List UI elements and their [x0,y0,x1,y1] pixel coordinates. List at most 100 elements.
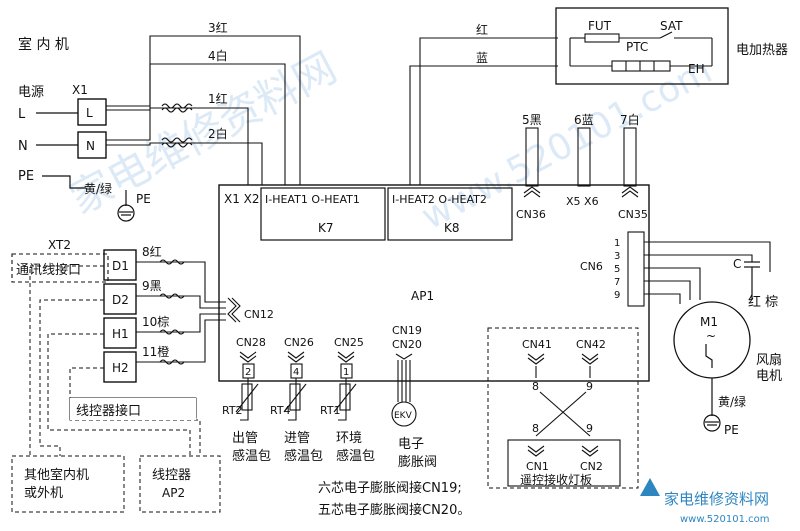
cn35-label: CN35 [618,208,648,221]
controller-interface-bg [70,398,196,420]
eev-name-2: 膨胀阀 [398,455,437,470]
controller-id: AP2 [162,486,185,500]
main-board-ap1 [218,184,650,382]
receiver-pin-9-bottom: 9 [586,422,593,435]
motor-id-label: M1 [700,315,718,329]
logo-domain: www.520101.com [680,514,770,525]
sensor-rt4-name-1: 进管 [284,431,310,446]
motor-name-1: 风扇 [756,352,782,368]
power-lines [36,112,86,189]
cn6-connector [627,231,645,307]
wire-6-label: 6蓝 [574,113,594,127]
line-n-label: N [18,139,28,154]
wire-4-label: 4白 [208,48,228,63]
comm-interface-label: 通讯线接口 [16,262,81,278]
receiver-wires [507,353,621,487]
ground-wire-label: 黄/绿 [84,181,112,196]
board-label: AP1 [411,289,434,303]
cn19-label: CN19 [392,324,422,337]
terminal-d1: D1 [112,259,129,273]
motor-name-2: 电机 [756,369,782,384]
relay-k7-pins: I-HEAT1 O-HEAT1 [265,193,360,206]
controller-label: 线控器 [152,468,191,483]
relay-k8-box [387,187,513,241]
heater-internals [569,31,713,72]
capacitor-symbol [744,261,760,300]
sensor-rt2-name-1: 出管 [232,431,258,446]
fuse-label: FUT [588,19,612,33]
eev-wires [391,353,417,427]
site-logo: 家电维修资料网 www.520101.com [640,478,770,525]
wire-1-label: 1红 [208,91,228,106]
terminal-l-text: L [86,106,93,120]
terminal-x1-label: X1 [72,83,88,97]
cn12-label: CN12 [244,308,274,321]
wire-7-label: 7白 [620,112,640,127]
watermark-url: www.520101.com [415,50,719,237]
sensor-rt1-id: RT1 [320,404,341,417]
eh-label: EH [688,62,705,76]
logo-icon [640,478,660,496]
motor-pe-label: PE [724,423,739,437]
wire-11-label: 11橙 [142,344,169,359]
cn6-pin-1: 1 [614,238,620,249]
sensor-rt4-name-2: 感温包 [284,448,323,464]
heater-feed-wires [409,37,558,185]
cn28-label: CN28 [236,336,266,349]
relay-k7-label: K7 [318,221,334,235]
wire-2-label: 2白 [208,126,228,141]
cn25-label: CN25 [334,336,364,349]
cn28-pin: 2 [245,367,251,378]
other-unit-label-2: 或外机 [24,486,63,501]
cn20-label: CN20 [392,338,422,351]
xt2-wires [136,259,241,365]
sensor-rt2-id: RT2 [222,404,243,417]
receiver-cn1-label: CN1 [526,460,549,473]
receiver-outline [487,327,639,489]
receiver-label: 遥控接收灯板 [520,472,592,487]
terminal-h1: H1 [112,327,129,341]
sensor-rt2-name-2: 感温包 [232,448,271,464]
cn6-pin-7: 7 [614,277,620,288]
terminal-n-text: N [86,139,95,153]
controller-interface-label: 线控器接口 [76,403,141,419]
comm-interface-box [11,253,109,283]
sat-label: SAT [660,19,683,33]
cn26-pin: 4 [293,367,299,378]
sensor-rt1-name-1: 环境 [336,431,362,446]
relay-k8-pins: I-HEAT2 O-HEAT2 [392,193,487,206]
top-connector-wires [523,127,639,198]
unit-title: 室 内 机 [18,36,69,53]
x1x2-label: X1 X2 [224,192,260,206]
motor-wires [644,241,771,304]
logo-text: 家电维修资料网 [664,490,769,508]
terminal-h2: H2 [112,361,129,375]
cn36-label: CN36 [516,208,546,221]
power-feed-wires [106,35,301,185]
cn42-label: CN42 [576,338,606,351]
relay-k8-label: K8 [444,221,460,235]
cn41-label: CN41 [522,338,552,351]
terminal-d2: D2 [112,293,129,307]
cn6-pin-9: 9 [614,290,620,301]
wire-red-label: 红 [476,22,488,37]
cn25-pin: 1 [343,367,349,378]
motor-ground-label: 黄/绿 [718,394,746,409]
ground-pe-label: PE [136,192,151,206]
wire-3-label: 3红 [208,20,228,35]
capacitor-label: C [733,257,741,271]
motor-internal [703,344,721,432]
motor-wire-label: 红 棕 [748,294,778,310]
eev-name-1: 电子 [398,437,424,452]
power-label: 电源 [18,85,44,100]
wire-9-label: 9黑 [142,279,162,293]
line-pe-label: PE [18,169,34,184]
receiver-pin-8-top: 8 [532,380,539,393]
wire-blue-label: 蓝 [476,51,488,65]
ptc-label: PTC [626,40,648,54]
note-five-core: 五芯电子膨胀阀接CN20。 [318,502,470,518]
sensor-rt1-name-2: 感温包 [336,448,375,464]
eev-symbol: EKV [394,411,413,421]
sensor-connectors [235,351,357,421]
